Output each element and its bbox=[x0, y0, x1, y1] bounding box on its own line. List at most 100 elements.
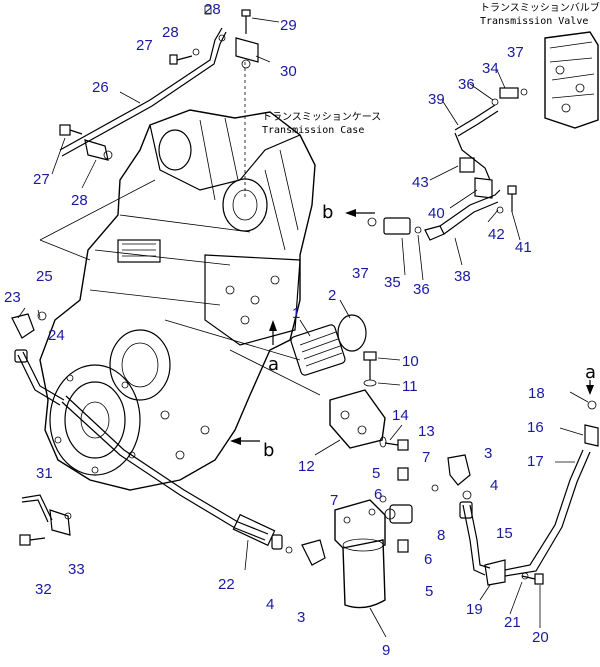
caption-case-en: Transmission Case bbox=[262, 125, 364, 136]
callout-5: 5 bbox=[425, 583, 433, 600]
callout-numbers: 29 28 28 27 27 30 26 28 25 23 24 37 34 3… bbox=[4, 1, 549, 659]
callout-30: 30 bbox=[280, 63, 297, 80]
bolt-27-top bbox=[169, 48, 200, 65]
oring-2 bbox=[337, 314, 367, 352]
hose-15 bbox=[459, 501, 491, 576]
tube-24 bbox=[14, 349, 65, 406]
plug-5-lower bbox=[397, 539, 409, 553]
bracket-12 bbox=[329, 389, 386, 449]
bolt-10 bbox=[363, 351, 377, 387]
callout-36: 36 bbox=[413, 281, 430, 298]
caption-valve-en: Transmission Valve bbox=[480, 16, 588, 27]
callout-13: 13 bbox=[418, 423, 435, 440]
callout-28: 28 bbox=[204, 1, 221, 18]
callout-33: 33 bbox=[68, 561, 85, 578]
callout-21: 21 bbox=[504, 614, 521, 631]
oring-4-left bbox=[285, 546, 293, 554]
oring-18 bbox=[587, 400, 597, 410]
clamp-33 bbox=[49, 509, 72, 536]
elbow-3-left bbox=[301, 539, 326, 566]
hose-17 bbox=[504, 449, 591, 577]
elbow-3-right bbox=[447, 454, 471, 486]
hose-22 bbox=[61, 395, 283, 550]
callout-26: 26 bbox=[92, 79, 109, 96]
callout-41: 41 bbox=[515, 239, 532, 256]
fitting-40 bbox=[474, 177, 493, 199]
callout-15: 15 bbox=[496, 525, 513, 542]
callout-6: 6 bbox=[374, 486, 382, 503]
callout-27: 27 bbox=[33, 171, 50, 188]
marker-a-mid: a bbox=[268, 354, 279, 375]
oring-6-upper bbox=[379, 495, 387, 503]
bolt-41 bbox=[496, 185, 517, 214]
connector-8 bbox=[384, 504, 413, 524]
callout-34: 34 bbox=[482, 60, 499, 77]
tube-39 bbox=[454, 87, 528, 181]
bolt-29 bbox=[241, 9, 251, 34]
arrow-a-right bbox=[586, 380, 594, 395]
callout-35: 35 bbox=[384, 274, 401, 291]
callout-29: 29 bbox=[280, 17, 297, 34]
callout-39: 39 bbox=[428, 91, 445, 108]
callout-40: 40 bbox=[428, 205, 445, 222]
bolt-32 bbox=[19, 534, 46, 546]
marker-b-upper: b bbox=[322, 202, 333, 223]
arrow-b-left bbox=[345, 209, 375, 217]
callout-38: 38 bbox=[454, 268, 471, 285]
callout-4: 4 bbox=[490, 477, 498, 494]
marker-b-lower: b bbox=[263, 440, 274, 461]
callout-9: 9 bbox=[382, 642, 390, 659]
callout-5: 5 bbox=[372, 465, 380, 482]
tube-26 bbox=[59, 27, 227, 157]
callout-17: 17 bbox=[527, 453, 544, 470]
leader-lines bbox=[17, 17, 589, 638]
arrow-b-lower bbox=[230, 437, 260, 445]
callout-23: 23 bbox=[4, 289, 21, 306]
callout-6: 6 bbox=[424, 551, 432, 568]
callout-3: 3 bbox=[297, 609, 305, 626]
callout-25: 25 bbox=[36, 268, 53, 285]
callout-43: 43 bbox=[412, 174, 429, 191]
fitting-16 bbox=[584, 424, 599, 447]
transmission-case bbox=[39, 109, 316, 491]
plug-5-upper bbox=[397, 467, 409, 481]
callout-37: 37 bbox=[507, 44, 524, 61]
bolt-20 bbox=[521, 572, 544, 585]
callout-32: 32 bbox=[35, 581, 52, 598]
callout-7: 7 bbox=[330, 492, 338, 509]
callout-3: 3 bbox=[484, 445, 492, 462]
caption-case-jp: トランスミッションケース bbox=[262, 111, 381, 123]
callout-19: 19 bbox=[466, 601, 483, 618]
clip-28-top bbox=[204, 5, 226, 42]
callout-12: 12 bbox=[298, 458, 315, 475]
transmission-valve bbox=[544, 31, 599, 129]
callout-28: 28 bbox=[71, 192, 88, 209]
callout-36: 36 bbox=[458, 76, 475, 93]
callout-20: 20 bbox=[532, 629, 549, 646]
callout-28: 28 bbox=[162, 24, 179, 41]
callout-10: 10 bbox=[402, 353, 419, 370]
callout-24: 24 bbox=[48, 327, 65, 344]
callout-8: 8 bbox=[437, 527, 445, 544]
callout-1: 1 bbox=[292, 305, 300, 322]
callout-7: 7 bbox=[422, 449, 430, 466]
callout-14: 14 bbox=[392, 407, 409, 424]
callout-31: 31 bbox=[36, 465, 53, 482]
filter-9 bbox=[342, 538, 386, 609]
marker-a-right: a bbox=[585, 362, 596, 383]
elbow-23 bbox=[11, 311, 47, 339]
callout-42: 42 bbox=[488, 226, 505, 243]
clamp-28-left bbox=[59, 124, 113, 161]
tube-31 bbox=[21, 494, 53, 523]
callout-2: 2 bbox=[328, 287, 336, 304]
callout-22: 22 bbox=[218, 576, 235, 593]
callout-37: 37 bbox=[352, 265, 369, 282]
hose-38 bbox=[424, 189, 501, 241]
callout-18: 18 bbox=[528, 385, 545, 402]
callout-16: 16 bbox=[527, 419, 544, 436]
caption-valve-jp: トランスミッションバルブ bbox=[480, 1, 600, 14]
oring-7-right bbox=[431, 484, 439, 492]
callout-4: 4 bbox=[266, 596, 274, 613]
adapter-35 bbox=[367, 217, 422, 235]
